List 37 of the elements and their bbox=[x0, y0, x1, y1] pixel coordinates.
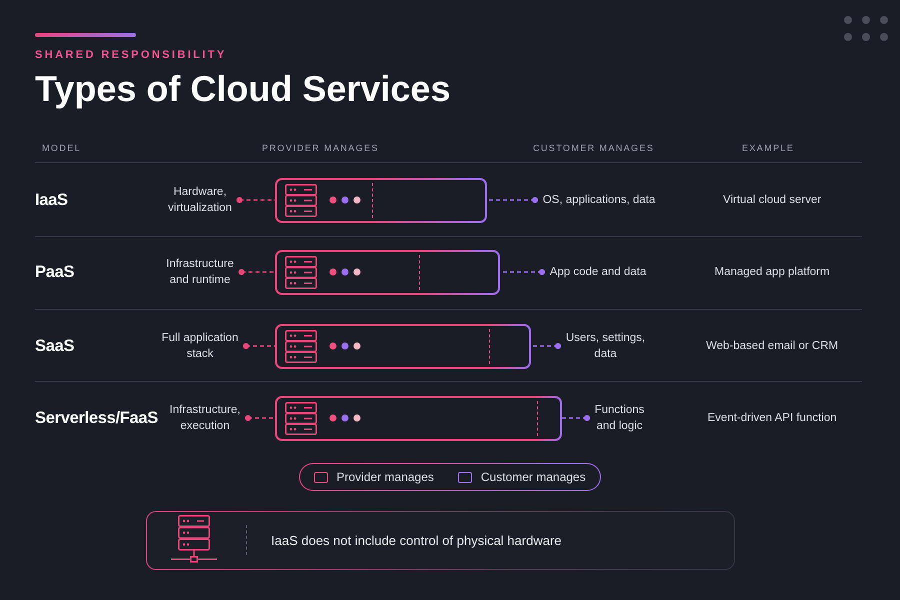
scope-text: Infrastructure and runtime bbox=[166, 256, 234, 288]
column-header: CUSTOMER MANAGES bbox=[533, 143, 654, 153]
responsibility-bar bbox=[275, 396, 562, 440]
model-name: PaaS bbox=[35, 262, 74, 282]
scope-text: Hardware, virtualization bbox=[168, 184, 232, 216]
example-text: Virtual cloud server bbox=[723, 194, 822, 206]
scope-text: App code and data bbox=[549, 264, 647, 280]
scope-text: Users, settings, data bbox=[565, 330, 646, 362]
title: Types of Cloud Services bbox=[35, 68, 450, 110]
scope-text: OS, applications, data bbox=[542, 192, 656, 208]
responsibility-bar bbox=[275, 250, 500, 294]
scope-text: Full application stack bbox=[161, 330, 239, 362]
legend-text: Provider manages bbox=[336, 470, 434, 484]
example-text: Event-driven API function bbox=[708, 412, 837, 424]
connector-line bbox=[244, 414, 275, 422]
connector-line bbox=[487, 196, 538, 204]
note-text: IaaS does not include control of physical hardware bbox=[271, 532, 562, 548]
column-header: EXAMPLE bbox=[742, 143, 794, 153]
responsibility-bar bbox=[275, 324, 531, 368]
example-text: Web-based email or CRM bbox=[706, 340, 838, 352]
column-header: PROVIDER MANAGES bbox=[262, 143, 379, 153]
legend-text: Customer manages bbox=[480, 470, 586, 484]
model-name: IaaS bbox=[35, 190, 68, 210]
example-text: Managed app platform bbox=[714, 266, 830, 278]
model-name: SaaS bbox=[35, 336, 74, 356]
connector-line bbox=[242, 342, 275, 350]
connector-line bbox=[500, 268, 546, 276]
scope-text: Functions and logic bbox=[594, 402, 645, 434]
connector-line bbox=[562, 414, 590, 422]
eyebrow-text: SHARED RESPONSIBILITY bbox=[35, 49, 227, 61]
scope-text: Infrastructure, execution bbox=[169, 402, 241, 434]
connector-line bbox=[238, 268, 275, 276]
note-panel bbox=[146, 511, 735, 570]
column-header: MODEL bbox=[42, 143, 82, 153]
model-name: Serverless/FaaS bbox=[35, 408, 158, 428]
connector-line bbox=[531, 342, 562, 350]
responsibility-bar bbox=[275, 178, 487, 222]
